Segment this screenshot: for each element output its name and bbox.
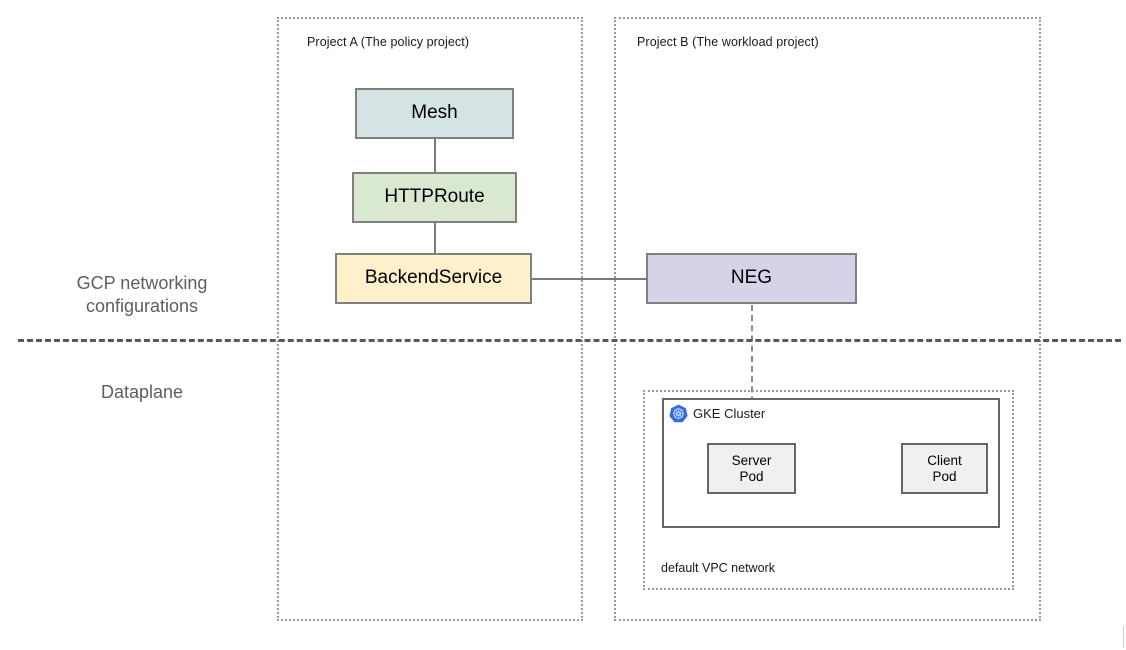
networking-section-label-line1: GCP networking	[76, 273, 208, 293]
project-b-container	[614, 17, 1041, 621]
layer-divider	[18, 339, 1121, 342]
dataplane-section-label: Dataplane	[100, 382, 184, 402]
node-httproute[interactable]: HTTPRoute	[352, 172, 517, 223]
vpc-network-label: default VPC network	[661, 561, 775, 575]
client-pod-label-line2: Pod	[932, 468, 957, 484]
connector-backendservice-neg	[531, 278, 648, 280]
vpc-network-container	[643, 390, 1014, 590]
node-mesh[interactable]: Mesh	[355, 88, 514, 139]
node-backendservice[interactable]: BackendService	[335, 253, 532, 304]
gke-cluster-label-group: GKE Cluster	[669, 404, 765, 423]
node-client-pod[interactable]: Client Pod	[901, 443, 988, 494]
connector-mesh-httproute	[434, 138, 436, 174]
edge-artifact	[1123, 626, 1124, 648]
server-pod-label-line1: Server	[731, 452, 772, 468]
node-mesh-label: Mesh	[411, 102, 458, 124]
connector-neg-server-pod	[751, 305, 753, 443]
gke-cluster-label-text: GKE Cluster	[693, 406, 766, 421]
project-a-label: Project A (The policy project)	[307, 35, 470, 49]
networking-section-label-line2: configurations	[85, 296, 199, 317]
kubernetes-icon	[669, 404, 688, 423]
node-server-pod[interactable]: Server Pod	[707, 443, 796, 494]
project-a-container	[277, 17, 583, 621]
networking-section-label: GCP networking configurations	[42, 272, 242, 319]
server-pod-label-line2: Pod	[739, 468, 764, 484]
node-httproute-label: HTTPRoute	[384, 186, 485, 208]
node-neg-label: NEG	[730, 267, 773, 289]
connector-httproute-backendservice	[434, 222, 436, 254]
project-b-label: Project B (The workload project)	[637, 35, 819, 49]
node-neg[interactable]: NEG	[646, 253, 857, 304]
node-backendservice-label: BackendService	[364, 267, 503, 289]
client-pod-label-line1: Client	[927, 452, 962, 468]
